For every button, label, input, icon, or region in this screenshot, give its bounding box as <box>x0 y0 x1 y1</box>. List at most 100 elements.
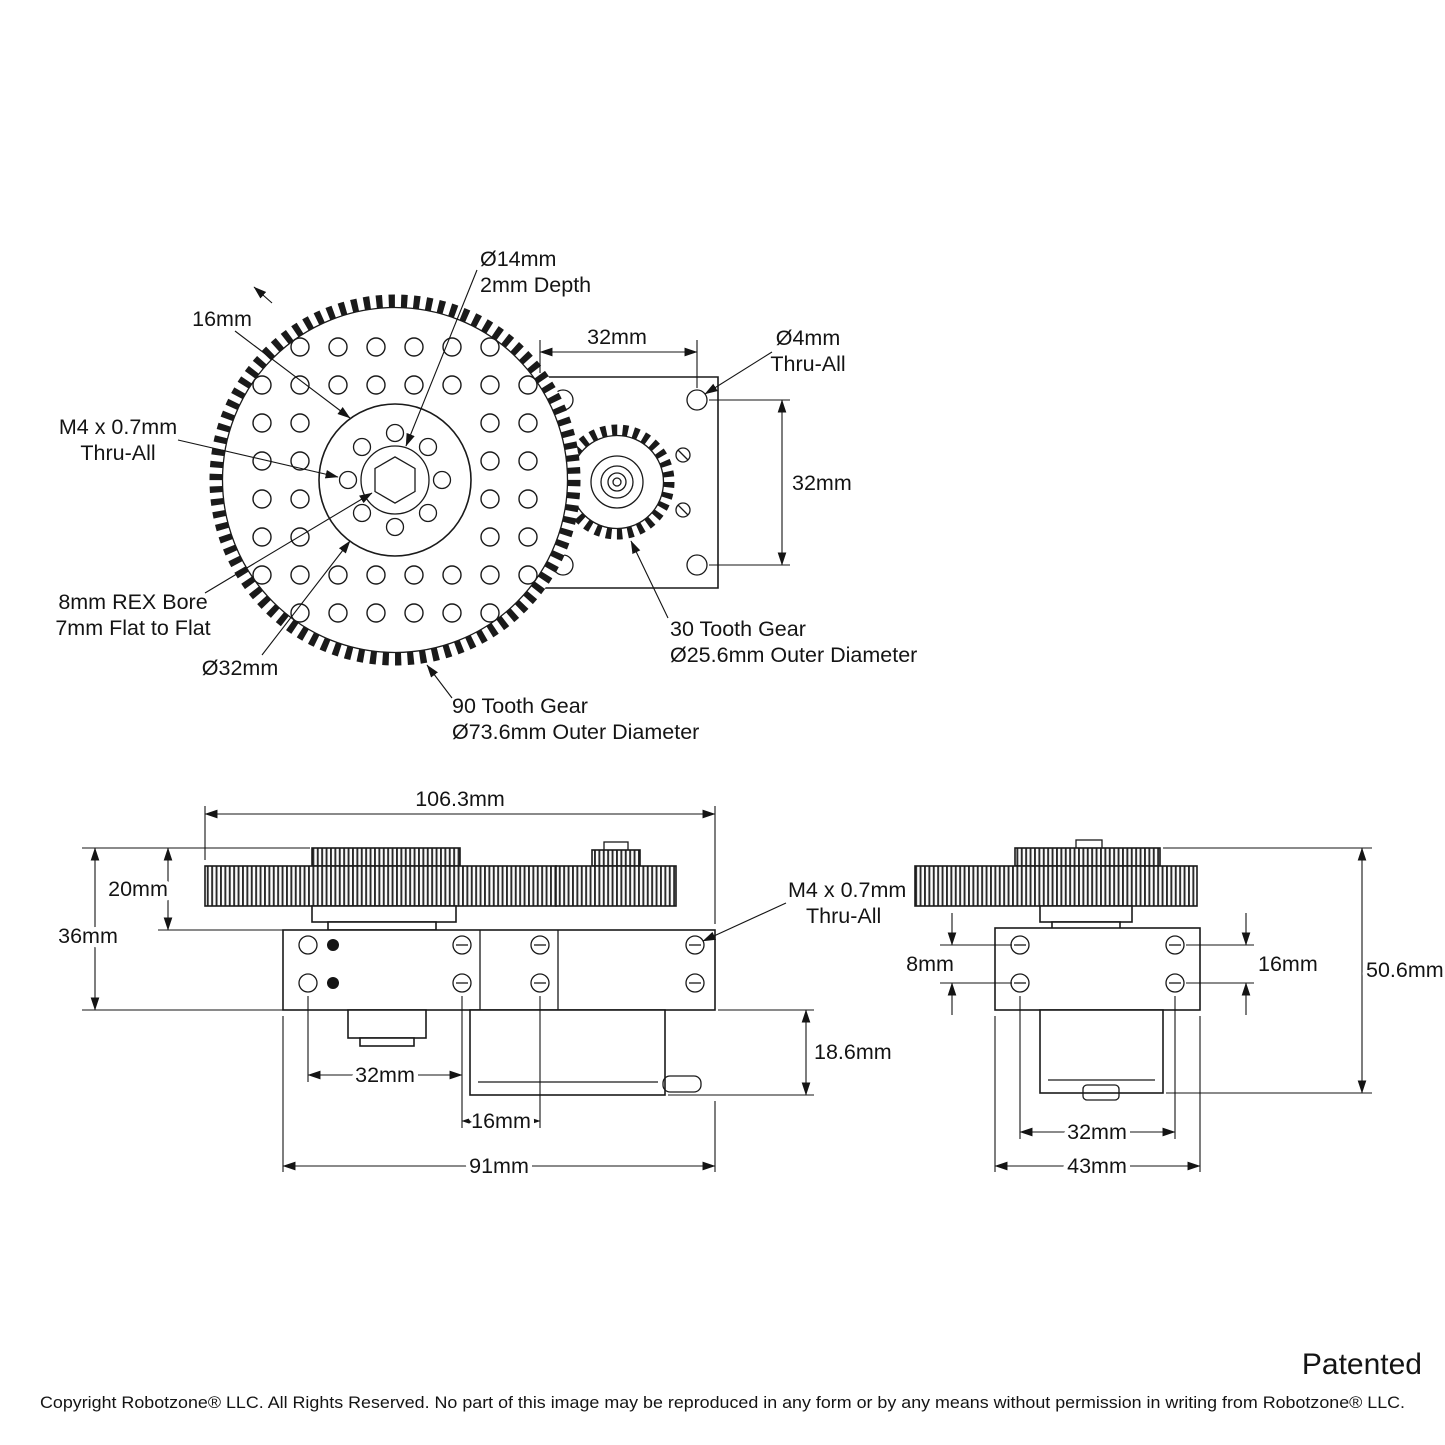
hole-span16-side-label: 16mm <box>1258 952 1318 976</box>
leader-recess-dia14: Ø14mm 2mm Depth <box>405 247 591 447</box>
pinion-gear-30t <box>559 424 675 540</box>
servo-cable-tab <box>662 1075 702 1093</box>
gear-lightening-hole <box>480 527 500 547</box>
dim-gear-height-20mm: 20mm <box>82 847 310 931</box>
main-gear-edge-side <box>914 865 1198 907</box>
gear-lightening-hole <box>252 527 272 547</box>
gear-lightening-hole <box>328 565 348 585</box>
main-gear-edge <box>204 865 557 907</box>
gear90-label-line1: 90 Tooth Gear <box>452 694 588 718</box>
top-view: Ø14mm 2mm Depth 16mm M4 x 0.7mm Thru-All… <box>55 247 917 744</box>
front-view: 106.3mm 20mm 36mm M4 x 0.7mm Thru-All 32… <box>54 787 907 1183</box>
gear-lightening-hole <box>518 565 538 585</box>
channel-width-label: 91mm <box>469 1154 529 1178</box>
dim-assembly-height-36mm: 36mm <box>54 847 283 1011</box>
hole-span32-side-label: 32mm <box>1067 1120 1127 1144</box>
hub-od-label: Ø32mm <box>202 656 278 680</box>
gear-lightening-hole <box>290 375 310 395</box>
gear-teeth-ring <box>209 294 581 666</box>
dim-plate-width-32mm: 32mm <box>539 321 698 388</box>
gear-lightening-hole <box>518 413 538 433</box>
servo-tab-side <box>1082 1084 1120 1101</box>
gear-lightening-hole <box>366 337 386 357</box>
overall-height-label: 50.6mm <box>1366 958 1444 982</box>
hub-flange-side <box>1039 905 1133 923</box>
main-gear-mount-edge <box>311 847 461 867</box>
m4-label-line1: M4 x 0.7mm <box>59 415 177 439</box>
m4-front-label-line1: M4 x 0.7mm <box>788 878 906 902</box>
dim-hole-span-32mm-front: 32mm <box>307 996 463 1128</box>
dim-overall-height-50-6mm: 50.6mm <box>1163 847 1445 1094</box>
gear-lightening-hole <box>518 489 538 509</box>
gear90-label-line2: Ø73.6mm Outer Diameter <box>452 720 699 744</box>
gear-root-circle <box>221 306 569 654</box>
gear-lightening-hole <box>290 527 310 547</box>
dim-overall-width-106mm: 106.3mm <box>204 787 716 924</box>
leader-gear90: 90 Tooth Gear Ø73.6mm Outer Diameter <box>426 664 699 744</box>
dim-servo-depth-18-6mm: 18.6mm <box>668 1009 892 1096</box>
plate-height-label: 32mm <box>792 471 852 495</box>
gear-lightening-hole <box>404 603 424 623</box>
gear-lightening-hole <box>404 337 424 357</box>
channel-body <box>282 929 716 1011</box>
gear-lightening-hole <box>366 603 386 623</box>
gear-lightening-hole <box>252 565 272 585</box>
gear-lightening-hole <box>480 375 500 395</box>
hub-flange-edge <box>311 905 457 923</box>
overall-width-label: 106.3mm <box>415 787 505 811</box>
gear30-label-line1: 30 Tooth Gear <box>670 617 806 641</box>
dim-hole-span-16mm-front: 16mm <box>461 996 541 1138</box>
servo-body <box>469 1009 666 1096</box>
gear-lightening-hole <box>480 603 500 623</box>
gear-lightening-hole <box>366 565 386 585</box>
assembly-height-label: 36mm <box>58 924 118 948</box>
dia4-label-line2: Thru-All <box>770 352 845 376</box>
dim-channel-width-91mm: 91mm <box>282 1016 716 1183</box>
leader-m4-top: M4 x 0.7mm Thru-All <box>59 415 339 479</box>
gear-lightening-hole <box>442 603 462 623</box>
plate-width-label: 32mm <box>587 325 647 349</box>
gear-lightening-hole <box>290 603 310 623</box>
gear-lightening-hole <box>480 337 500 357</box>
m4-front-label-line2: Thru-All <box>806 904 881 928</box>
gear-hub <box>318 403 472 557</box>
gear-lightening-hole <box>442 565 462 585</box>
dim-plate-height-32mm: 32mm <box>709 399 852 566</box>
pinion-edge-side <box>1014 847 1161 867</box>
gear-hole-grid <box>252 337 538 623</box>
gear-lightening-hole <box>252 413 272 433</box>
dim-hole-span-16mm-side: 16mm <box>1186 913 1318 1015</box>
leader-hub-od: Ø32mm <box>202 540 351 680</box>
gear-lightening-hole <box>480 565 500 585</box>
channel-body-side <box>994 927 1201 1011</box>
gear-lightening-hole <box>290 337 310 357</box>
pinion-mount-edge <box>591 849 641 867</box>
channel-holes-side <box>1010 935 1185 993</box>
hole-offset8-label: 8mm <box>906 952 954 976</box>
leader-gear30: 30 Tooth Gear Ø25.6mm Outer Diameter <box>630 540 917 667</box>
pinion-gear-edge <box>555 865 677 907</box>
dim-hole-span-32mm-side: 32mm <box>1019 996 1176 1149</box>
recess-label-line1: Ø14mm <box>480 247 556 271</box>
recess-label-line2: 2mm Depth <box>480 273 591 297</box>
dia4-label-line1: Ø4mm <box>776 326 841 350</box>
gear-lightening-hole <box>480 489 500 509</box>
gear-lightening-hole <box>328 337 348 357</box>
gear-lightening-hole <box>518 375 538 395</box>
m4-label-line2: Thru-All <box>80 441 155 465</box>
motor-shaft-hub <box>347 1009 427 1039</box>
gear-lightening-hole <box>290 565 310 585</box>
gear-lightening-hole <box>366 375 386 395</box>
gear-lightening-hole <box>404 375 424 395</box>
gear-lightening-hole <box>328 603 348 623</box>
rex-label-line1: 8mm REX Bore <box>58 590 207 614</box>
gear30-label-line2: Ø25.6mm Outer Diameter <box>670 643 917 667</box>
dim-channel-depth-43mm: 43mm <box>994 1016 1201 1183</box>
servo-depth-label: 18.6mm <box>814 1040 892 1064</box>
channel-depth-label: 43mm <box>1067 1154 1127 1178</box>
leader-rex-bore: 8mm REX Bore 7mm Flat to Flat <box>55 492 373 640</box>
side-view: 8mm 16mm 50.6mm 32mm 43mm <box>902 839 1445 1183</box>
gear-lightening-hole <box>252 489 272 509</box>
rex-label-line2: 7mm Flat to Flat <box>55 616 210 640</box>
